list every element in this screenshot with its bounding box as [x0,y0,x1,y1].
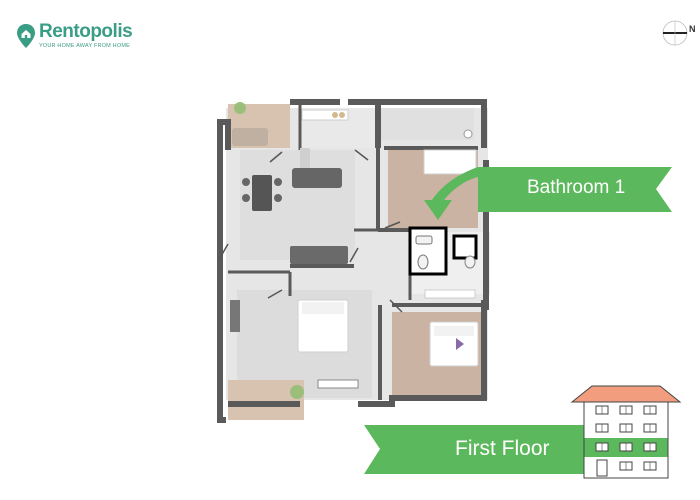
walls [217,99,489,423]
brand-tagline: YOUR HOME AWAY FROM HOME [39,43,130,49]
brand-logo: Rentopolis YOUR HOME AWAY FROM HOME [16,21,133,49]
logo-pin-icon [17,24,35,48]
compass-label: N [689,24,696,34]
arrow-icon [424,167,478,220]
compass-icon [662,20,688,46]
furniture [230,102,479,399]
bathroom-1-highlight [408,226,478,276]
doors [219,149,403,313]
bathroom-callout-label: Bathroom 1 [527,177,626,198]
brand-name: Rentopolis [39,21,133,42]
bathroom-ribbon [478,167,672,212]
balcony-bottom [228,380,304,420]
floor-label: First Floor [455,437,550,460]
